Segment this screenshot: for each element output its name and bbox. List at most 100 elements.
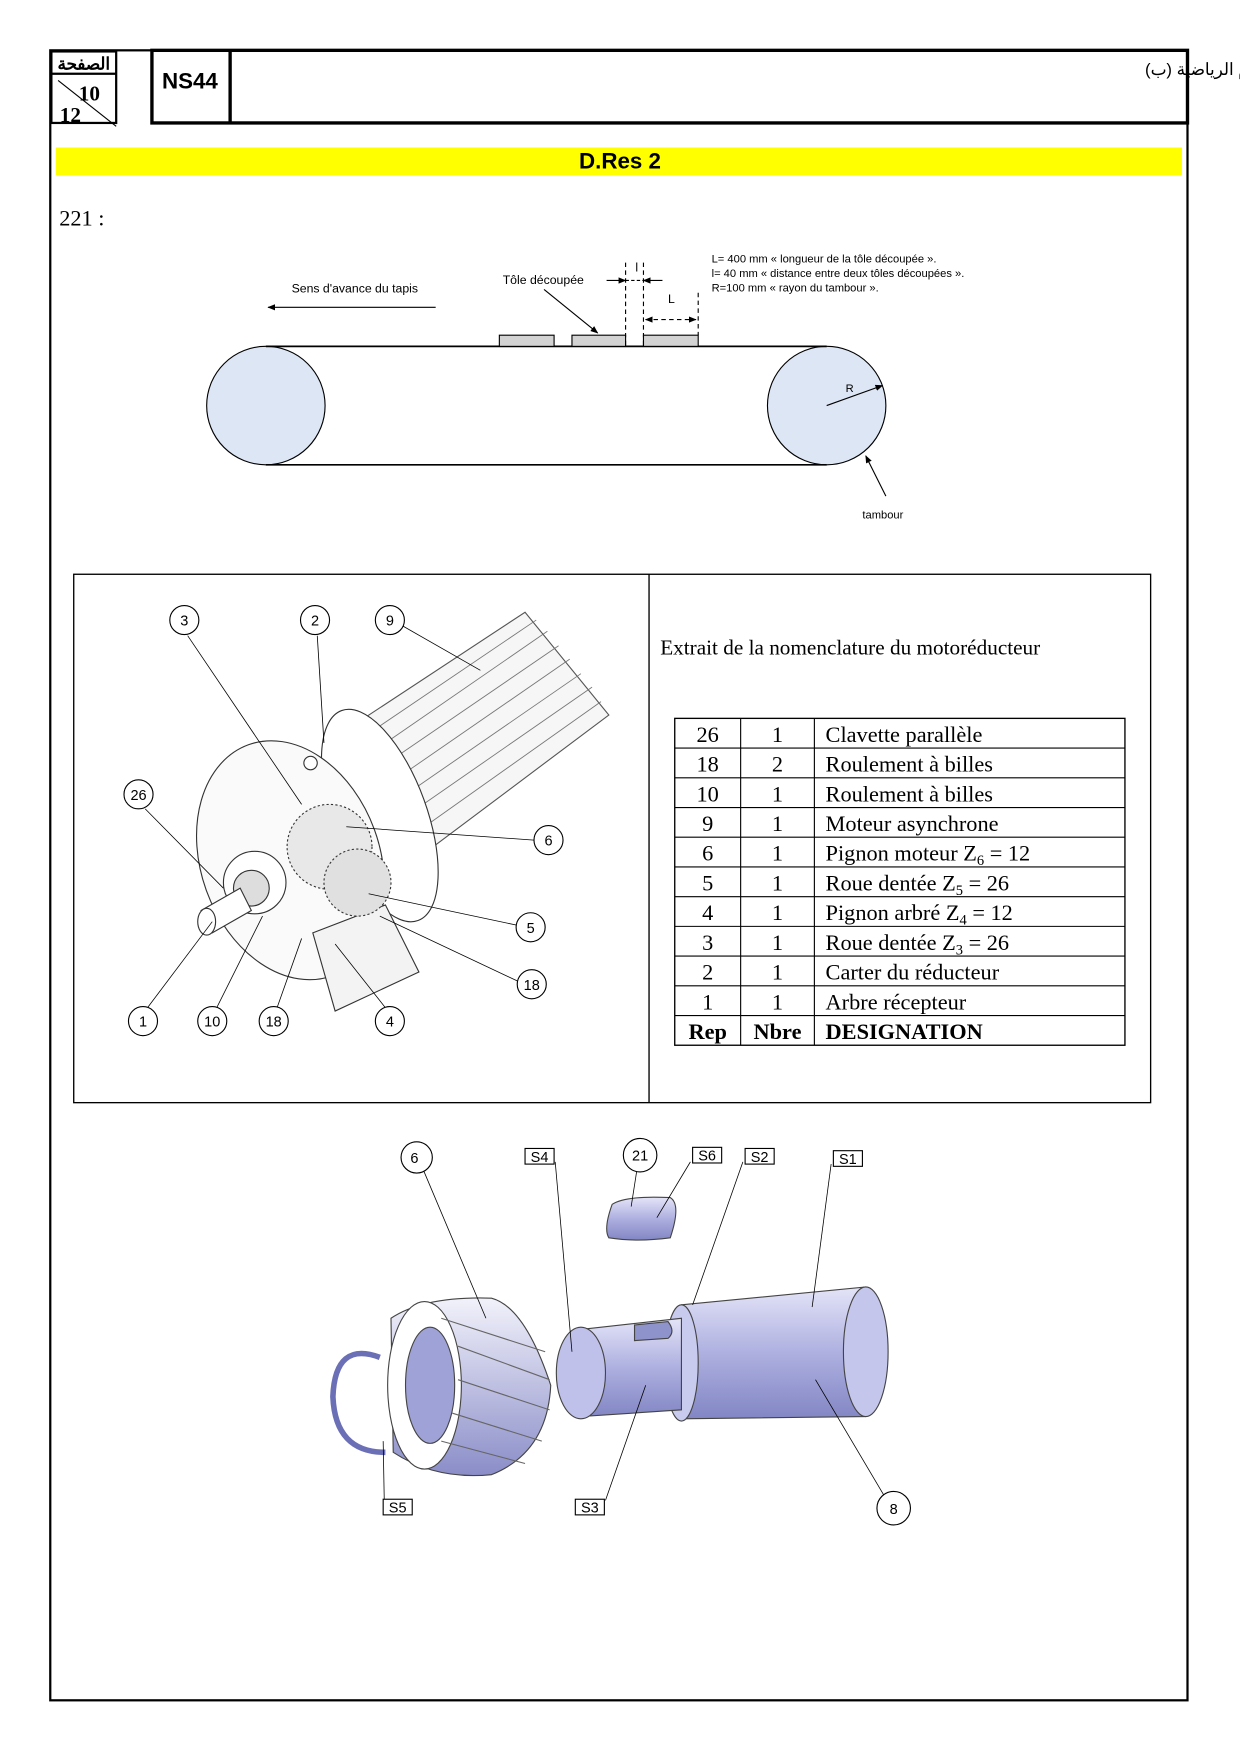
subscript: 3 bbox=[956, 942, 963, 958]
nbre-cell: 1 bbox=[772, 960, 783, 985]
nbre-cell: 2 bbox=[772, 752, 783, 777]
subscript: 4 bbox=[959, 913, 967, 929]
drum-label: tambour bbox=[862, 509, 903, 521]
designation-value: = 26 bbox=[963, 930, 1009, 955]
surface-label: S3 bbox=[581, 1501, 599, 1517]
rep-cell: 3 bbox=[702, 930, 713, 955]
designation-text: Pignon arbré Z bbox=[826, 900, 960, 925]
balloon-label: 26 bbox=[130, 788, 146, 804]
section-banner bbox=[55, 147, 1182, 176]
rep-cell: 5 bbox=[702, 870, 713, 895]
balloon: 18 bbox=[516, 969, 547, 1000]
balloon: 1 bbox=[127, 1006, 159, 1037]
designation-cell: Roulement à billes bbox=[826, 752, 993, 777]
shaft bbox=[680, 1286, 867, 1420]
nomenclature-title: Extrait de la nomenclature du motoréduct… bbox=[660, 636, 1040, 660]
nbre-cell: 1 bbox=[772, 870, 783, 895]
header-nbre: Nbre bbox=[754, 1019, 802, 1044]
balloon: 18 bbox=[258, 1006, 289, 1037]
nbre-cell: 1 bbox=[772, 722, 783, 747]
exam-title: الامتحان الوطني الموحد للبكالوريا -الدور… bbox=[1145, 60, 1240, 80]
balloon: 3 bbox=[169, 604, 200, 636]
nbre-cell: 1 bbox=[772, 841, 783, 866]
balloon: 4 bbox=[374, 1006, 405, 1037]
balloon: 5 bbox=[515, 912, 546, 943]
designation-text: Roulement à billes bbox=[826, 752, 993, 777]
legend-line: L= 400 mm « longueur de la tôle découpée… bbox=[712, 254, 937, 266]
designation-text: Roue dentée Z bbox=[826, 870, 956, 895]
surface-label: S2 bbox=[751, 1150, 769, 1166]
balloon-label: 5 bbox=[527, 921, 535, 937]
surface-tag: S4 bbox=[524, 1147, 555, 1166]
header-bar bbox=[150, 48, 1190, 125]
balloon-label: 2 bbox=[311, 614, 319, 630]
gap-label: l bbox=[635, 261, 638, 275]
rep-cell: 26 bbox=[697, 722, 719, 747]
nbre-cell: 1 bbox=[772, 930, 783, 955]
designation-text: Arbre récepteur bbox=[826, 989, 967, 1014]
designation-text: Roue dentée Z bbox=[826, 930, 956, 955]
designation-cell: Clavette parallèle bbox=[826, 722, 983, 747]
plate bbox=[571, 334, 627, 347]
balloon: 6 bbox=[400, 1141, 433, 1174]
designation-value: = 26 bbox=[963, 870, 1009, 895]
designation-value: = 12 bbox=[984, 841, 1030, 866]
designation-cell: Roulement à billes bbox=[826, 781, 993, 806]
surface-label: S4 bbox=[531, 1150, 549, 1166]
designation-cell: Arbre récepteur bbox=[826, 989, 967, 1014]
rep-cell: 1 bbox=[702, 989, 713, 1014]
subscript: 6 bbox=[977, 853, 984, 869]
balloon: 8 bbox=[876, 1490, 912, 1526]
page-total: 12 bbox=[60, 103, 81, 127]
conveyor-diagram: l L Sens d'avance du tapis Tôle découpée… bbox=[206, 254, 965, 521]
balloon: 26 bbox=[123, 779, 154, 810]
page-current: 10 bbox=[79, 82, 100, 106]
nbre-cell: 1 bbox=[772, 811, 783, 836]
balloon-label: 9 bbox=[386, 614, 394, 630]
balloon-label: 18 bbox=[266, 1015, 282, 1031]
surface-tag: S5 bbox=[382, 1498, 413, 1517]
exploded-view: 6 21 8 S4 S6 S2 S1 S5 S3 bbox=[330, 1137, 912, 1526]
rep-cell: 4 bbox=[702, 900, 713, 925]
surface-tag: S3 bbox=[574, 1498, 605, 1517]
balloon: 10 bbox=[197, 1006, 228, 1037]
nbre-cell: 1 bbox=[772, 781, 783, 806]
surface-tag: S1 bbox=[832, 1150, 863, 1168]
page-number-box bbox=[50, 50, 118, 125]
rep-cell: 9 bbox=[702, 811, 713, 836]
table-border bbox=[674, 717, 1126, 1046]
designation-cell: Roue dentée Z5 = 26 bbox=[826, 870, 1010, 898]
surface-label: S5 bbox=[389, 1501, 407, 1517]
assembly-frame bbox=[73, 573, 1152, 1104]
balloon-label: 21 bbox=[632, 1149, 648, 1165]
nbre-cell: 1 bbox=[772, 900, 783, 925]
nbre-cell: 1 bbox=[772, 989, 783, 1014]
legend-line: l= 40 mm « distance entre deux tôles déc… bbox=[712, 268, 965, 280]
designation-value: = 12 bbox=[967, 900, 1013, 925]
page-label: الصفحة bbox=[58, 54, 111, 73]
header-designation: DESIGNATION bbox=[826, 1019, 983, 1044]
surface-label: S1 bbox=[839, 1152, 857, 1168]
direction-label: Sens d'avance du tapis bbox=[292, 282, 418, 296]
left-drum bbox=[206, 345, 326, 466]
key bbox=[606, 1196, 677, 1241]
surface-label: S6 bbox=[698, 1149, 716, 1165]
header: الصفحة 10 12 NS44 الامتحان الوطني الموحد… bbox=[50, 48, 1240, 127]
balloon-label: 6 bbox=[410, 1151, 418, 1167]
balloon-label: 3 bbox=[180, 614, 188, 630]
rep-cell: 2 bbox=[702, 960, 713, 985]
balloon: 2 bbox=[299, 604, 331, 636]
question-number: 221 : bbox=[59, 206, 104, 231]
balloon-label: 10 bbox=[204, 1015, 220, 1031]
section-title: D.Res 2 bbox=[579, 149, 661, 174]
rep-cell: 10 bbox=[697, 781, 719, 806]
motor-reducer-drawing: 3 2 9 26 6 5 18 1 10 18 4 bbox=[123, 604, 610, 1037]
designation-text: Roulement à billes bbox=[826, 781, 993, 806]
designation-text: Carter du réducteur bbox=[826, 960, 1000, 985]
designation-text: Clavette parallèle bbox=[826, 722, 983, 747]
exam-code: NS44 bbox=[162, 68, 218, 93]
balloon: 9 bbox=[374, 604, 405, 636]
plate bbox=[498, 334, 555, 347]
